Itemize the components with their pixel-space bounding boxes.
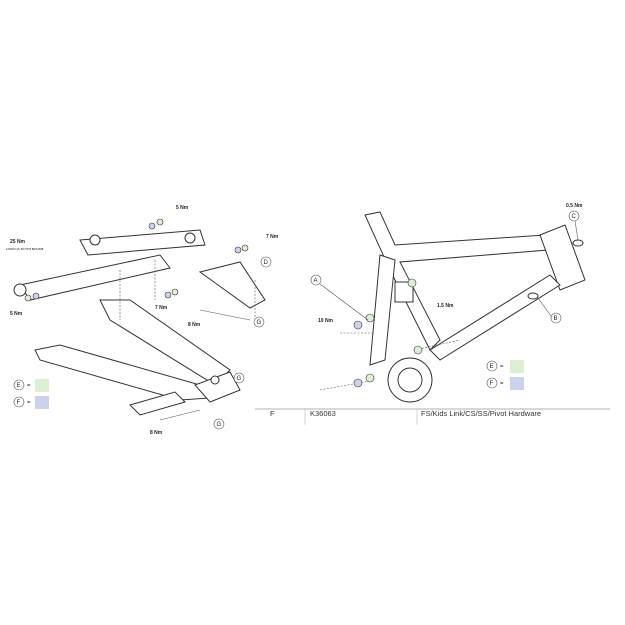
callout-g: G <box>233 372 245 384</box>
torque-label: 8 Nm <box>188 322 201 328</box>
callout-g: G <box>253 316 265 328</box>
torque-label: 25 Nm <box>10 239 26 245</box>
torque-label: 7 Nm <box>266 234 279 240</box>
svg-text:=: = <box>27 400 31 406</box>
svg-text:=: = <box>500 381 504 387</box>
rear-linkage-drawing <box>13 218 266 421</box>
svg-text:C: C <box>572 214 577 220</box>
svg-text:A: A <box>314 278 318 284</box>
svg-text:=: = <box>27 383 31 389</box>
svg-text:E: E <box>17 383 21 389</box>
torque-label: 7 Nm <box>155 305 168 311</box>
callout-d: D <box>260 256 272 268</box>
torque-label: 0.5 Nm <box>566 203 583 209</box>
parts-table-lines <box>255 408 610 425</box>
torque-label: 5 Nm <box>176 205 189 211</box>
callout-a: A <box>310 274 322 286</box>
torque-label: 5 Nm <box>10 311 23 317</box>
svg-text:G: G <box>257 320 262 326</box>
callout-g: G <box>213 418 225 430</box>
svg-text:E: E <box>490 364 494 370</box>
torque-label: 10 Nm <box>318 318 334 324</box>
callout-c: C <box>568 210 580 222</box>
svg-text:D: D <box>264 260 269 266</box>
torque-note: 12668 F16: BC7978,BRS,B88 <box>6 247 44 251</box>
svg-text:=: = <box>500 364 504 370</box>
torque-label: 1.5 Nm <box>437 303 454 309</box>
svg-text:F: F <box>490 381 494 387</box>
frame-drawing <box>319 211 586 403</box>
torque-label: 8 Nm <box>150 430 163 436</box>
legend-left: E = F = <box>13 379 49 409</box>
svg-text:F: F <box>17 400 21 406</box>
row-key: F <box>270 409 275 418</box>
part-number: K36063 <box>310 409 336 418</box>
svg-text:B: B <box>554 316 558 322</box>
svg-text:G: G <box>237 376 242 382</box>
legend-right: E = F = <box>486 360 524 390</box>
callout-b: B <box>550 312 562 324</box>
part-description: FS/Kids Link/CS/SS/Pivot Hardware <box>421 409 542 418</box>
svg-text:G: G <box>217 422 222 428</box>
